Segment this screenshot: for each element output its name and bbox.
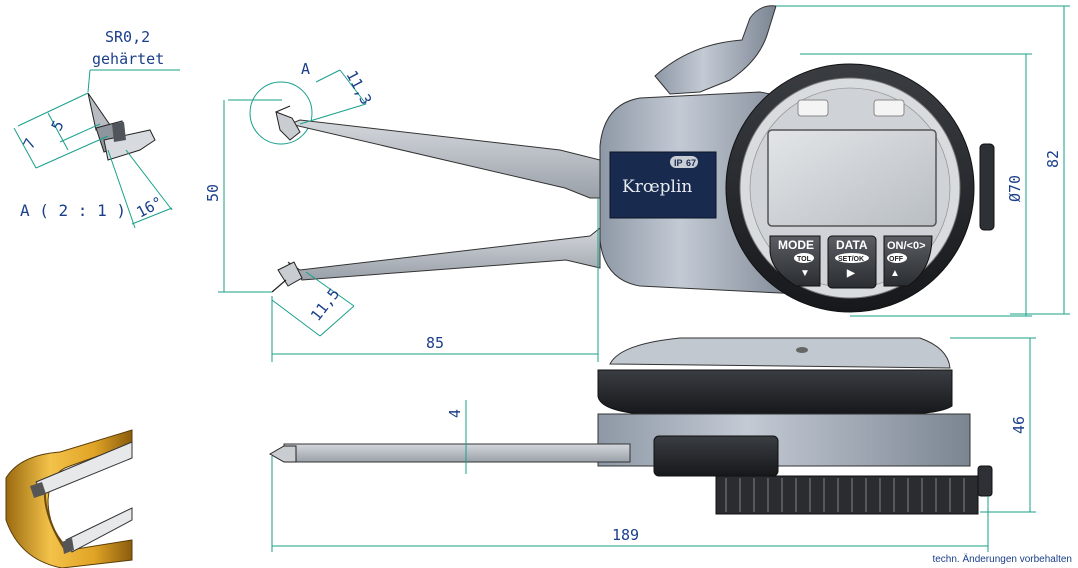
- upper-arm: [288, 119, 601, 199]
- ring-gauge-illustration: [5, 429, 133, 568]
- dim-82: 82: [1044, 150, 1062, 168]
- side-bezel: [597, 369, 953, 415]
- key-data-sub: SET/OK: [838, 256, 864, 263]
- led-right: [873, 99, 905, 117]
- ip-prefix: IP: [674, 158, 683, 168]
- dim-189: 189: [612, 526, 639, 544]
- detail-a-view: SR0,2 gehärtet 5 7 A ( 2 : 1 ) 16°: [13, 28, 180, 229]
- footer-note: techn. Änderungen vorbehalten: [932, 554, 1072, 565]
- key-mode-sub: TOL: [797, 256, 812, 263]
- led-left: [797, 99, 829, 117]
- detail-ref-a: A: [301, 60, 310, 78]
- key-mode-label: MODE: [778, 238, 814, 252]
- brand-plate: [609, 151, 717, 219]
- key-mode-arrow: ▼: [800, 268, 810, 279]
- side-lever: [653, 435, 779, 477]
- lcd-display: [767, 129, 937, 227]
- side-view: 4 46 189: [268, 337, 1036, 552]
- key-data-label: DATA: [836, 238, 868, 252]
- brand-logo: Krœplin: [622, 177, 692, 197]
- lower-arm: [287, 226, 601, 281]
- key-on-off-sub: OFF: [889, 256, 904, 263]
- ip-value: 67: [686, 158, 696, 168]
- key-on-off[interactable]: ON/<0> OFF ▲: [883, 235, 933, 287]
- dim-7: 7: [20, 135, 40, 151]
- lever-handle: [654, 5, 777, 95]
- dim-4: 4: [446, 409, 464, 418]
- front-view: A 11,3 11,5 50 85 Krœplin: [204, 5, 1070, 362]
- dim-11-3: 11,3: [342, 67, 375, 107]
- side-arm: [283, 443, 631, 463]
- dim-46: 46: [1010, 416, 1028, 434]
- detail-a-circle: [249, 81, 313, 145]
- key-mode[interactable]: MODE TOL ▼: [769, 235, 821, 287]
- key-data-arrow: ▶: [846, 268, 856, 279]
- dim-85: 85: [426, 334, 444, 352]
- dim-diameter-70: Ø70: [1006, 175, 1024, 202]
- hardened-label: gehärtet: [92, 50, 164, 68]
- key-on-off-label: ON/<0>: [887, 240, 926, 252]
- key-on-off-arrow: ▲: [890, 268, 900, 279]
- dim-50: 50: [204, 184, 222, 202]
- knurled-wheel: [715, 475, 979, 515]
- key-data[interactable]: DATA SET/OK ▶: [827, 235, 877, 289]
- angle-16: 16°: [133, 193, 165, 222]
- dim-11-5: 11,5: [307, 285, 343, 325]
- dim-5: 5: [48, 117, 68, 133]
- detail-view-label: A ( 2 : 1 ): [20, 201, 126, 220]
- radius-label: SR0,2: [105, 28, 150, 46]
